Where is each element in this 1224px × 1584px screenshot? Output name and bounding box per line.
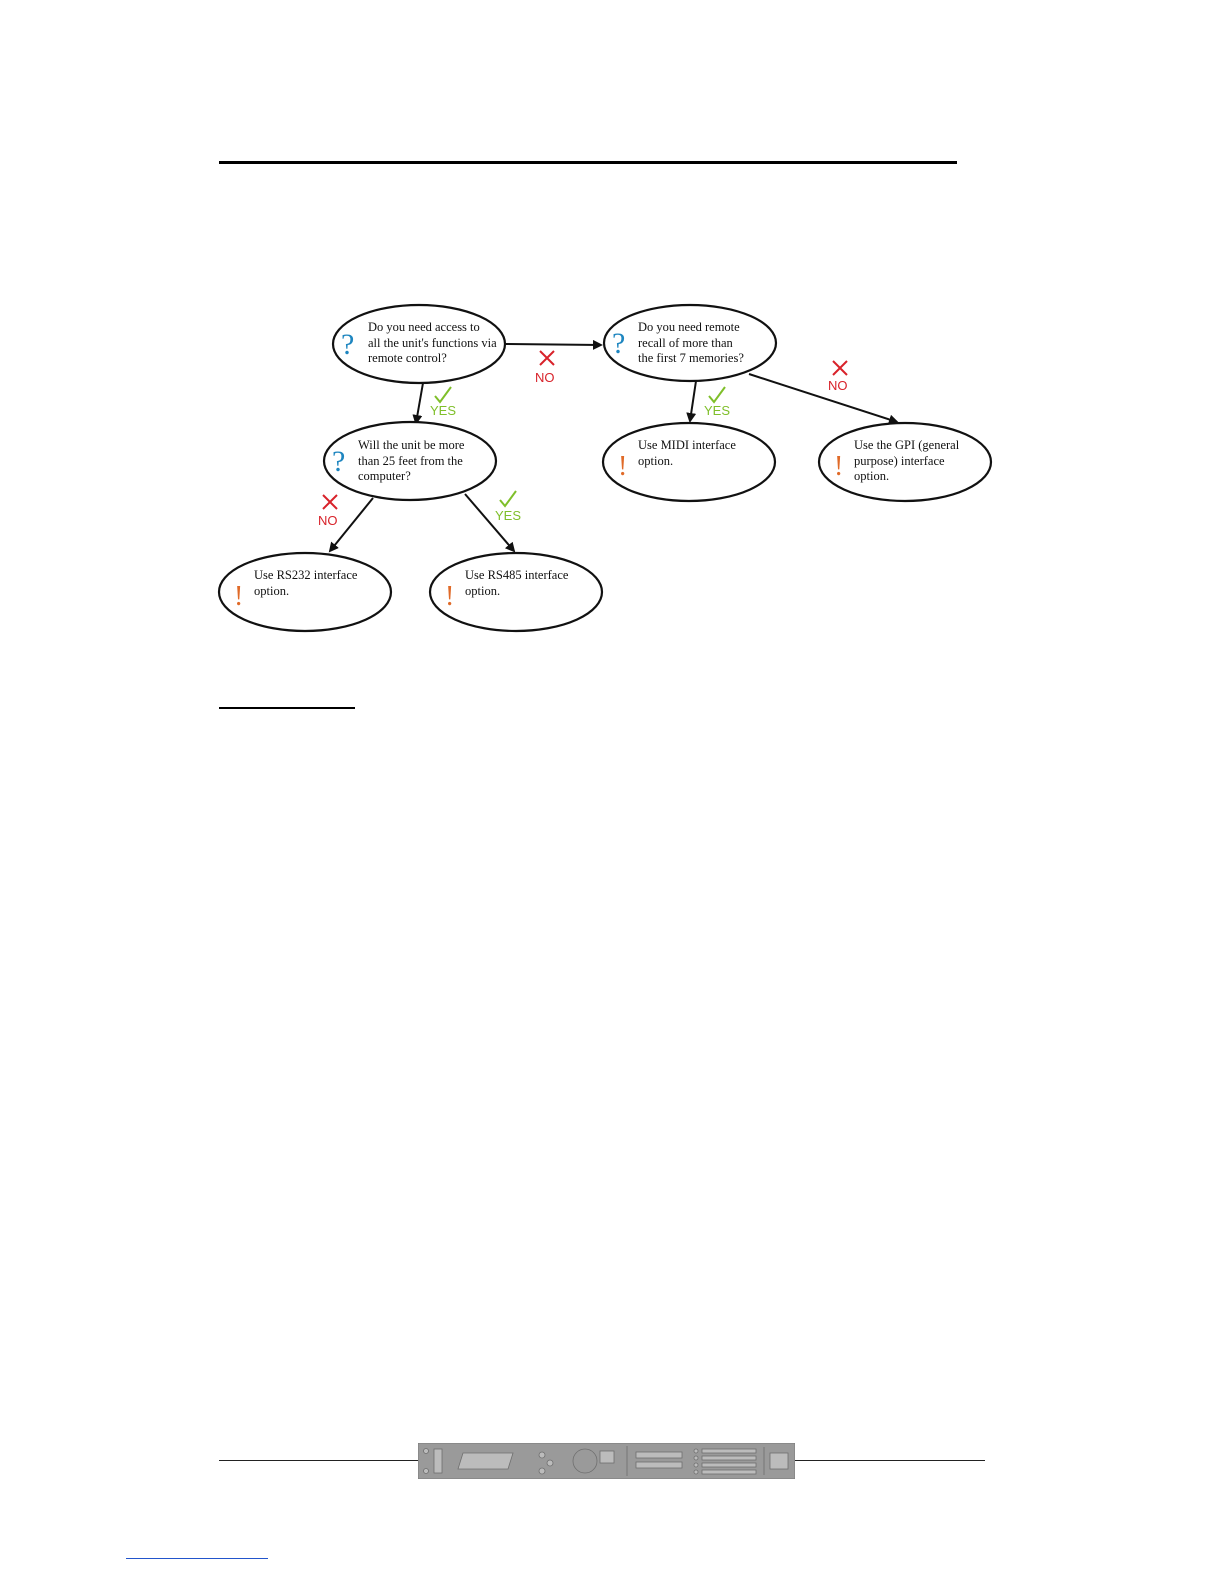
node-rs232-shape <box>217 551 393 633</box>
node-q3: ? Will the unit be more than 25 feet fro… <box>322 420 498 502</box>
node-gpi-shape <box>817 421 993 503</box>
node-q2-line-1: Do you need remote <box>638 320 740 334</box>
node-midi-shape <box>601 421 777 503</box>
node-rs485: ! Use RS485 interface option. <box>428 551 604 633</box>
exclamation-icon: ! <box>445 581 454 612</box>
exclamation-icon: ! <box>618 451 627 482</box>
node-rs485-shape <box>428 551 604 633</box>
node-q3-shape <box>322 420 498 502</box>
edge-label-no: NO <box>828 378 848 393</box>
edge-q3-rs485 <box>464 493 516 553</box>
edge-label-no: NO <box>535 370 555 385</box>
cross-icon <box>322 494 338 510</box>
exclamation-icon: ! <box>234 581 243 612</box>
edge-label-yes: YES <box>495 508 521 523</box>
node-rs485-line-2: option. <box>465 584 500 598</box>
edge-q2-midi <box>686 380 697 423</box>
flowchart: NO YES YES NO NO YES ? Do you need acces… <box>217 303 993 633</box>
node-q1-line-3: remote control? <box>368 351 447 365</box>
question-mark-icon: ? <box>341 328 354 361</box>
edge-q3-rs232 <box>328 497 374 553</box>
node-q3-line-2: than 25 feet from the <box>358 454 463 468</box>
top-rule <box>219 161 957 164</box>
edge-label-yes: YES <box>704 403 730 418</box>
node-q1-shape <box>331 303 507 385</box>
node-midi: ! Use MIDI interface option. <box>601 421 777 503</box>
check-icon <box>434 386 452 404</box>
node-q2-line-2: recall of more than <box>638 336 733 350</box>
node-q2-line-3: the first 7 memories? <box>638 351 744 365</box>
node-gpi-line-1: Use the GPI (general <box>854 438 960 452</box>
edge-label-no: NO <box>318 513 338 528</box>
edge-labels: NO YES YES NO NO YES <box>318 350 848 528</box>
node-midi-line-1: Use MIDI interface <box>638 438 736 452</box>
node-q2-shape <box>602 303 778 383</box>
edge-q1-q2 <box>504 339 603 350</box>
section-rule <box>219 707 355 709</box>
check-icon <box>708 386 726 404</box>
node-q1: ? Do you need access to all the unit's f… <box>331 303 507 385</box>
edges <box>328 339 899 553</box>
edge-label-yes: YES <box>430 403 456 418</box>
node-rs232: ! Use RS232 interface option. <box>217 551 393 633</box>
edge-q2-gpi <box>748 373 899 425</box>
node-rs232-line-2: option. <box>254 584 289 598</box>
question-mark-icon: ? <box>612 327 625 360</box>
question-mark-icon: ? <box>332 445 345 478</box>
node-rs485-line-1: Use RS485 interface <box>465 568 569 582</box>
cross-icon <box>832 360 848 376</box>
node-midi-line-2: option. <box>638 454 673 468</box>
device-front-panel-image <box>418 1443 795 1479</box>
cross-icon <box>539 350 555 366</box>
edge-q1-q3 <box>412 382 424 425</box>
link-underline <box>126 1558 268 1559</box>
node-gpi-line-2: purpose) interface <box>854 454 945 468</box>
node-gpi: ! Use the GPI (general purpose) interfac… <box>817 421 993 503</box>
node-gpi-line-3: option. <box>854 469 889 483</box>
node-q1-line-1: Do you need access to <box>368 320 480 334</box>
node-q1-line-2: all the unit's functions via <box>368 336 497 350</box>
node-q2: ? Do you need remote recall of more than… <box>602 303 778 383</box>
exclamation-icon: ! <box>834 451 843 482</box>
node-q3-line-3: computer? <box>358 469 411 483</box>
check-icon <box>499 490 517 508</box>
node-rs232-line-1: Use RS232 interface <box>254 568 358 582</box>
node-q3-line-1: Will the unit be more <box>358 438 465 452</box>
